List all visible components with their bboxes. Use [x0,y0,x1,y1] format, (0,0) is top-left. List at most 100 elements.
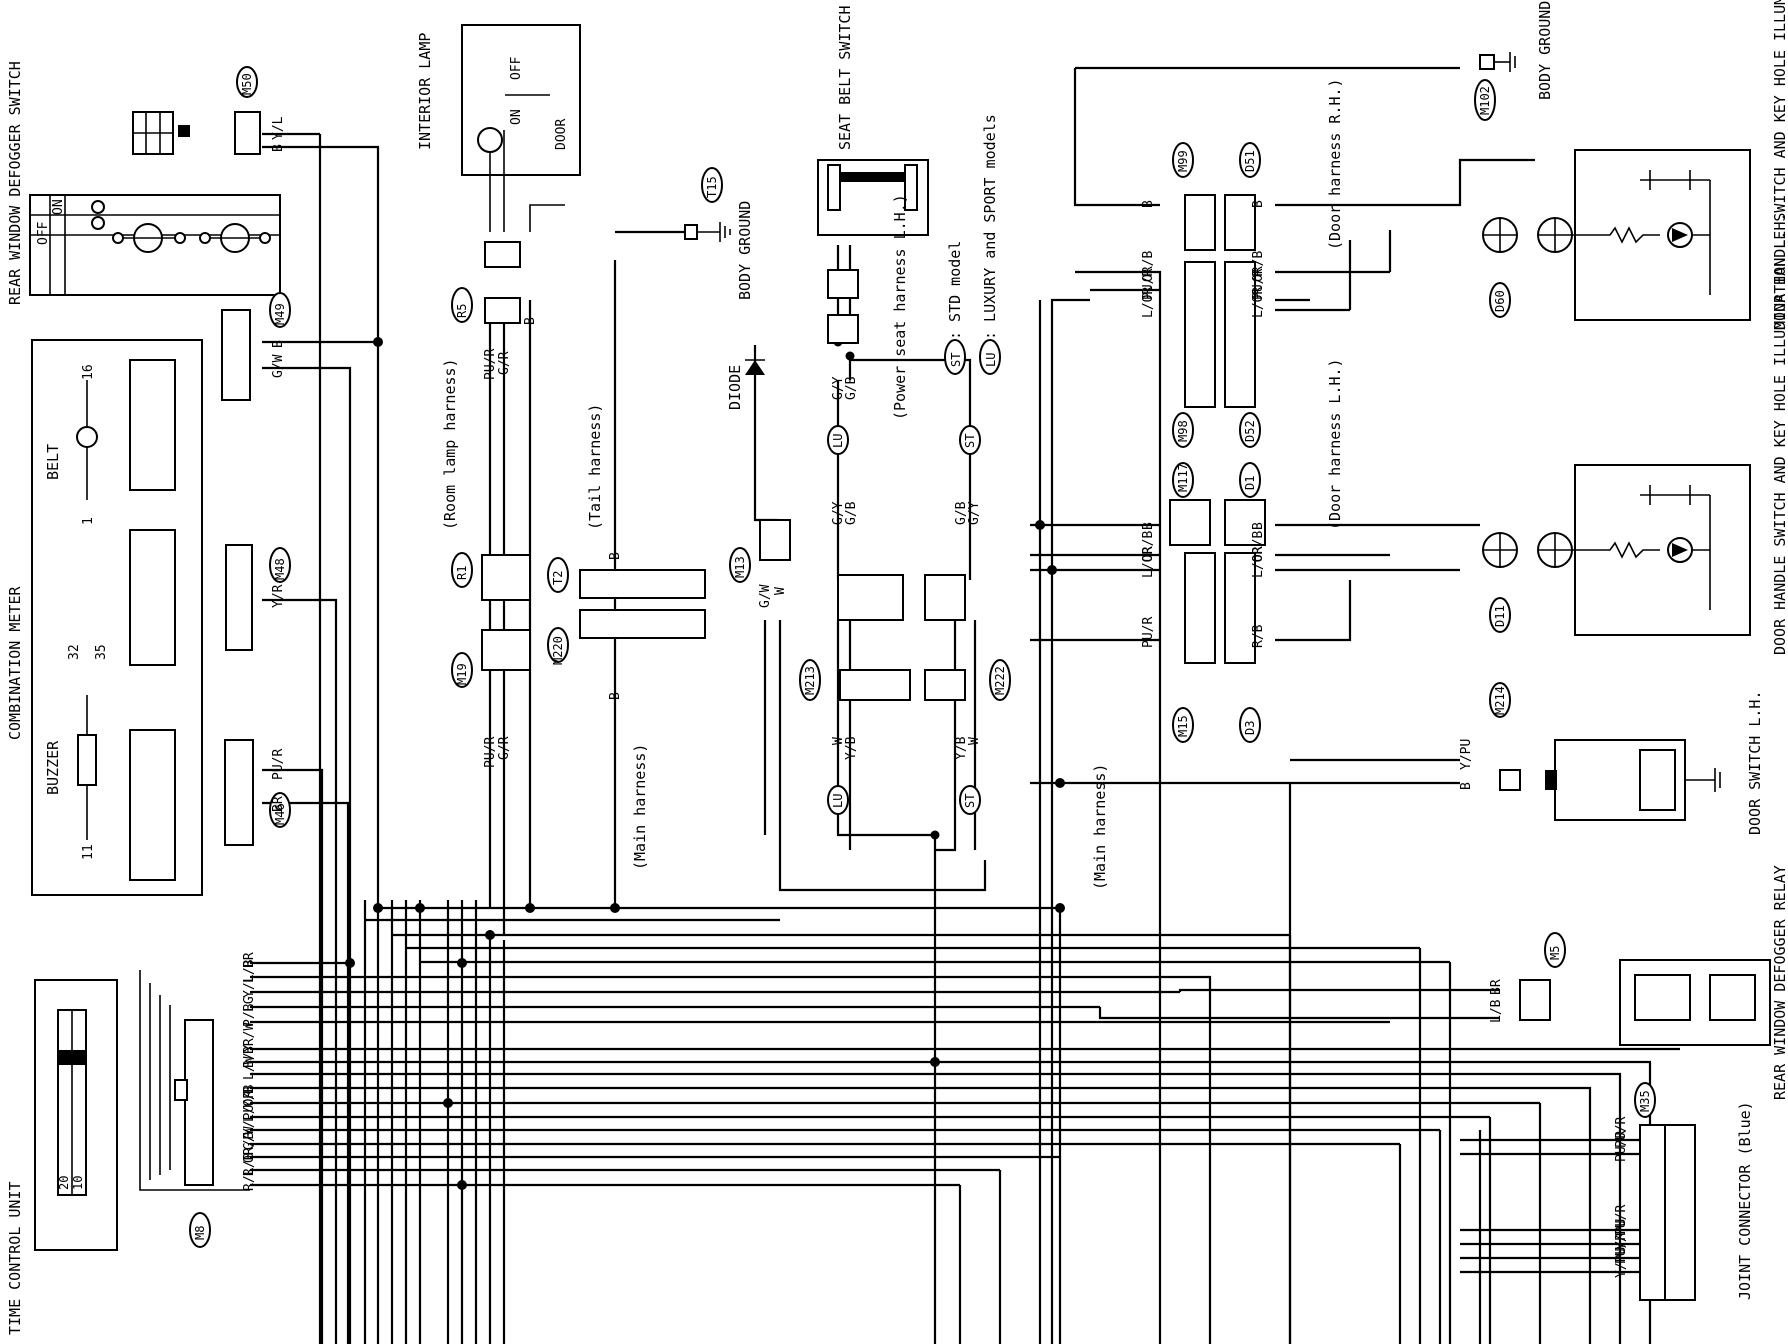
room-wire-gr: G/R [497,351,512,375]
m8-wire-by: B/Y [242,1044,257,1068]
m8-wire-lg: LG [242,996,257,1012]
m8-wire-lor: L/OR [242,1091,257,1122]
connector-m222: M222 [993,666,1007,695]
main-harness-label-1: (Main harness) [631,744,649,870]
lh-wire-lor1: L/OR [1141,547,1156,578]
rh-wire-b2: B [1251,200,1266,208]
connector-m98: M98 [1176,420,1190,442]
tcu-pins-bottom: 10 [71,1176,85,1190]
tail-harness-label: (Tail harness) [586,404,604,530]
lh-wire-orb1: OR/B [1141,531,1156,562]
connector-m19: M19 [455,663,469,685]
connector-m49: M49 [273,303,287,325]
interior-lamp-label: INTERIOR LAMP [416,33,434,150]
m49-wire-gw: G/W [271,354,286,378]
tcu-pins-top: 20 [57,1176,71,1190]
meter-terminal-35: 35 [94,644,109,660]
lu-badge-1: LU [984,353,998,367]
connector-m13: M13 [733,556,747,578]
m8-wire-b: B [242,1086,257,1094]
lu-wire-yb: Y/B [844,736,859,760]
connector-m48: M48 [273,558,287,580]
door-harness-lh: M117 D1 M15 D3 (Door harness L.H.) B B O… [1141,212,1788,743]
diode: DIODE M13 G/W W [726,345,791,608]
joint-wire-1: PU/R [1614,1117,1629,1148]
joint-wire-3: PU/R [1614,1205,1629,1236]
meter-terminal-16: 16 [81,364,96,380]
connector-m220: M220 [551,636,565,665]
connector-m15: M15 [1176,715,1190,737]
body-ground-label-1: BODY GROUND [736,201,754,300]
main-harness-label-2: (Main harness) [1091,764,1109,890]
st-badge-1: ST [949,353,963,367]
lamp-off: OFF [509,56,524,80]
connector-t15: T15 [705,176,719,198]
junction-dots [345,337,1065,1190]
st-wire-gy: G/Y [967,501,982,525]
st-wire-gb: G/B [954,501,969,525]
joint-connector: M35 PU/R PU/R PU/R Y/PU PU/R Y/PU JOINT … [1614,1082,1754,1301]
connector-d52: D52 [1243,420,1257,442]
connector-d60: D60 [1493,290,1507,312]
m8-wire-labels: BR L/B Y/L LG P/B BR/W B/Y L/W B Y/B L/O… [242,952,257,1191]
time-control-unit-label: TIME CONTROL UNIT [6,1181,24,1335]
diode-label: DIODE [726,365,744,410]
room-lamp-harness-label: (Room lamp harness) [441,358,459,530]
connector-d11: D11 [1493,605,1507,627]
st-badge-2: ST [963,434,977,448]
connector-m99: M99 [1176,150,1190,172]
interior-lamp: INTERIOR LAMP OFF ON DOOR R5 (Room lamp … [416,24,581,768]
rh-wire-b1: B [1141,200,1156,208]
connector-m8: M8 [193,1226,207,1240]
meter-terminal-32: 32 [67,644,82,660]
lamp-door: DOOR [554,119,569,150]
power-seat-harness-label: (Power seat harness L.H.) [891,194,909,420]
belt-label: BELT [44,444,62,480]
seat-belt-switch-label: SEAT BELT SWITCH [836,6,854,151]
doorsw-wire-b: B [1459,782,1474,790]
connector-d3: D3 [1243,721,1257,735]
m50-wire-yl: Y/L [271,116,286,140]
m8-wire-br: BR [242,952,257,968]
connector-m214: M214 [1493,686,1507,715]
connector-m46: M46 [273,803,287,825]
joint-wire-5: PU/R [1614,1233,1629,1264]
lu-wire-w: W [831,737,846,745]
tail-wire-b2: B [608,692,623,700]
m8-wire-brw: BR/W [242,1023,257,1054]
std-model-label: : STD model [946,241,964,340]
left-connectors: M50 Y/L B M49 B G/W M48 Y/R M46 PU/R BR … [132,66,291,1248]
tail-harness: (Tail harness) T2 M220 B B (Main harness… [547,167,754,870]
lu-badge-2: LU [831,434,845,448]
doorsw-wire-ypu: Y/PU [1459,739,1474,770]
table-off-label: OFF [36,221,51,245]
st-badge-3: ST [963,794,977,808]
m49-wire-b: B [271,340,286,348]
diode-wire-w: W [773,587,788,595]
door-handle-rh-label: DOOR HANDLE SWITCH AND KEY HOLE ILLUMINA… [1771,0,1788,330]
rh-wire-orb1: OR/B [1141,251,1156,282]
m46-wire-br: BR [271,796,286,812]
lamp-on: ON [509,109,524,125]
meter-terminal-1: 1 [81,517,96,525]
lh-wire-b2: B [1251,522,1266,530]
tail-wire-b1: B [608,552,623,560]
defogger-switch-label: REAR WINDOW DEFOGGER SWITCH [6,61,24,305]
rh-wire-lor1: L/OR [1141,287,1156,318]
m8-wire-yl: Y/L [242,974,257,998]
st-wire-yb: Y/B [954,736,969,760]
rh-wire-lor2: L/OR [1251,287,1266,318]
door-harness-lh-label: (Door harness L.H.) [1326,358,1344,530]
room-wire-b: B [523,317,538,325]
time-control-unit: TIME CONTROL UNIT 20 10 [6,979,118,1335]
door-harness-rh: M99 D51 M98 D52 (Door harness R.H.) B B … [1141,0,1788,448]
m8-wire-ypu: Y/PU [242,1105,257,1136]
lh-wire-rb: R/B [1251,624,1266,648]
m48-wire-yr: Y/R [271,584,286,608]
m8-wire-rb: R/B [242,1152,257,1176]
door-harness-rh-label: (Door harness R.H.) [1326,78,1344,250]
connector-m35: M35 [1638,1090,1652,1112]
joint-connector-label: JOINT CONNECTOR (Blue) [1736,1101,1754,1300]
m8-wire-pb: P/B [242,1003,257,1027]
